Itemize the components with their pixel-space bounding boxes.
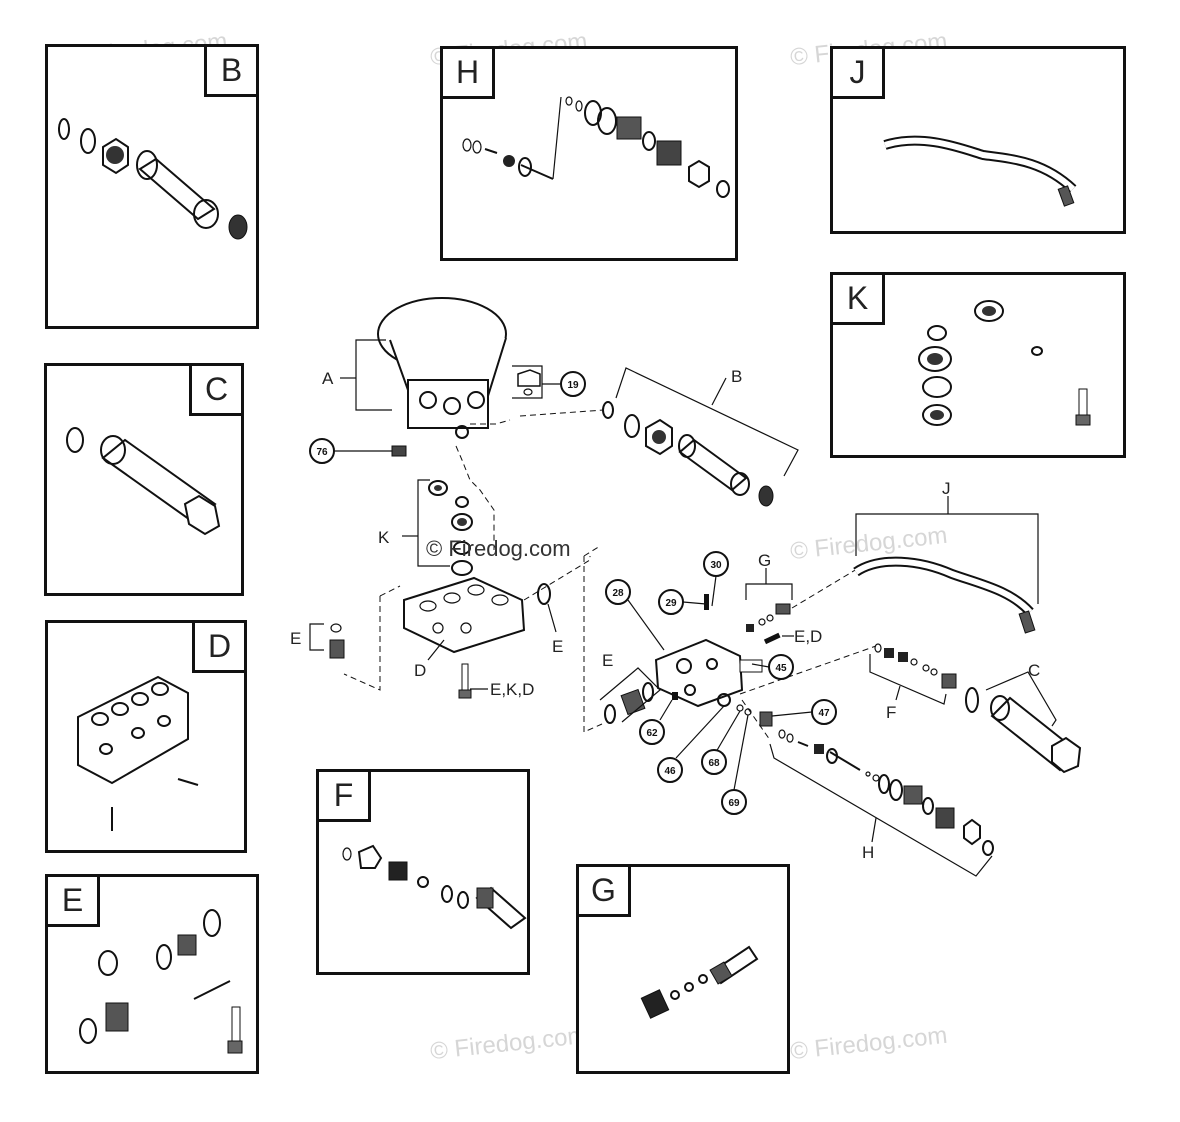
callout-c: C	[1028, 661, 1040, 680]
part-number-19: 19	[567, 380, 579, 391]
part-number-30: 30	[710, 560, 722, 571]
panel-k-parts	[918, 300, 1091, 426]
bracket-c	[985, 671, 1057, 727]
panel-label-k: K	[833, 275, 885, 325]
panel-e-parts	[79, 909, 243, 1054]
part-number-62: 62	[646, 728, 658, 739]
panel-b-parts	[58, 118, 248, 240]
panel-label-f: F	[319, 772, 371, 822]
bracket-a	[355, 339, 392, 411]
callout-e-left: E	[290, 629, 301, 648]
detail-panel-k: K	[830, 272, 1126, 458]
panel-d-parts	[77, 675, 199, 831]
bracket-k	[417, 479, 450, 567]
detail-panel-d: D	[45, 620, 247, 853]
callout-e-lower: E	[602, 651, 613, 670]
part-number-29: 29	[665, 598, 677, 609]
callout-j: J	[942, 479, 951, 498]
panel-g-parts	[640, 945, 759, 1019]
callout-h: H	[862, 843, 874, 862]
part-number-68: 68	[708, 758, 720, 769]
part-number-marker	[560, 371, 586, 397]
detail-panel-c: C	[44, 363, 244, 596]
detail-panel-g: G	[576, 864, 790, 1074]
callout-a: A	[322, 369, 334, 388]
center-watermark: © Firedog.com	[426, 536, 571, 561]
callout-g: G	[758, 551, 771, 570]
unloader-body	[654, 638, 763, 708]
detail-panel-f: F	[316, 769, 530, 975]
detail-panel-j: J	[830, 46, 1126, 234]
bracket-h	[769, 743, 993, 877]
part-number-69: 69	[728, 798, 740, 809]
panel-label-c: C	[189, 366, 241, 416]
part-number-28: 28	[612, 588, 624, 599]
callout-d: D	[414, 661, 426, 680]
panel-c-parts	[66, 427, 221, 536]
detail-panel-b: B	[45, 44, 259, 329]
part-number-47: 47	[818, 708, 830, 719]
part-number-76: 76	[316, 447, 328, 458]
panel-label-g: G	[579, 867, 631, 917]
panel-j-parts	[883, 135, 1077, 207]
panel-label-j: J	[833, 49, 885, 99]
bracket-f	[869, 654, 947, 705]
part-number-46: 46	[664, 766, 676, 777]
panel-label-h: H	[443, 49, 495, 99]
callout-f: F	[886, 703, 896, 722]
detail-panel-h: H	[440, 46, 738, 261]
part-number-45: 45	[775, 663, 787, 674]
panel-label-e: E	[48, 877, 100, 927]
panel-h-parts	[462, 96, 730, 198]
callout-ed: E,D	[794, 627, 822, 646]
manifold	[403, 576, 526, 654]
pump-housing	[377, 297, 507, 439]
detail-panel-e: E	[45, 874, 259, 1074]
callout-b: B	[731, 367, 742, 386]
panel-label-d: D	[192, 623, 244, 673]
bracket-b	[615, 367, 799, 477]
bracket-j	[855, 513, 1039, 604]
panel-label-b: B	[204, 47, 256, 97]
callout-e-right: E	[552, 637, 563, 656]
callout-k: K	[378, 528, 390, 547]
panel-f-parts	[342, 844, 527, 930]
callout-ekd: E,K,D	[490, 680, 534, 699]
